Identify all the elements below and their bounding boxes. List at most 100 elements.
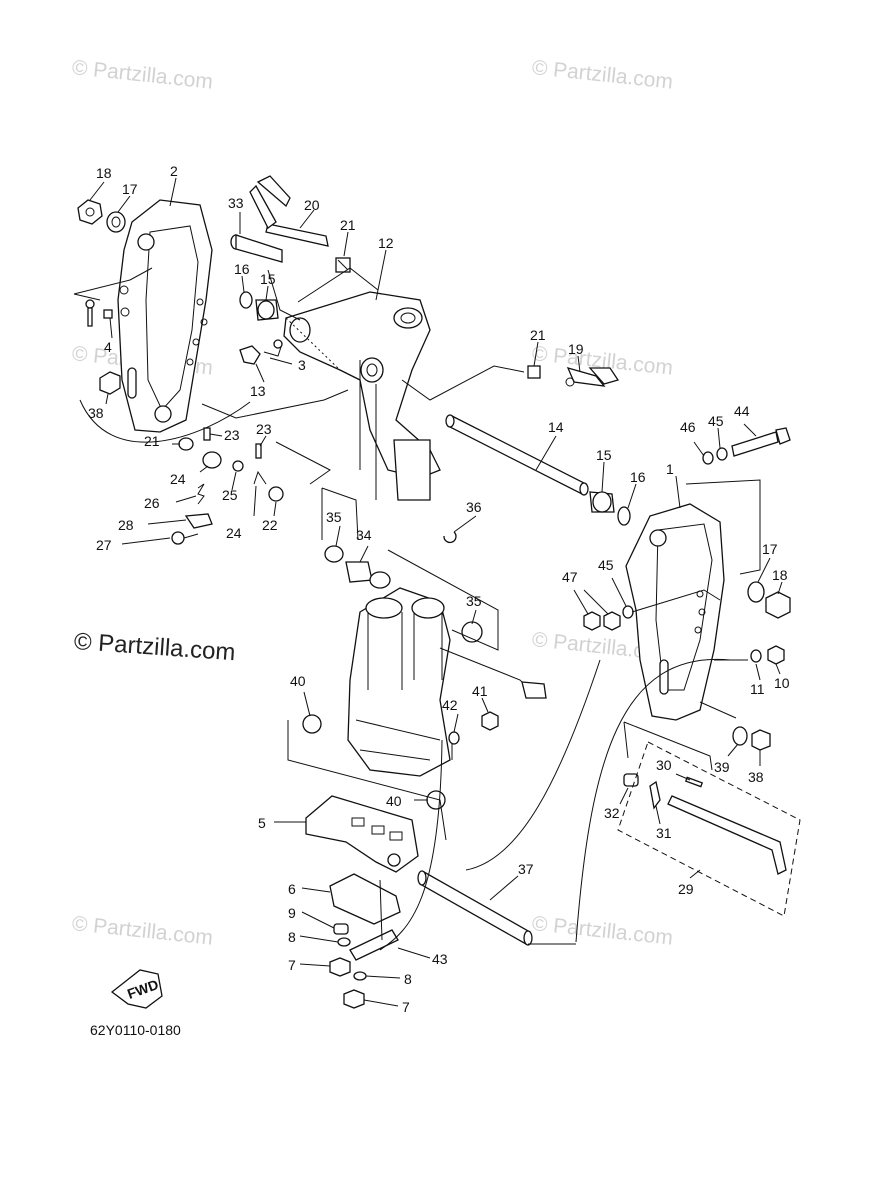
bolt-21-lower (178, 437, 194, 451)
spring-24-a (202, 451, 222, 469)
shaft-37 (417, 870, 533, 946)
part-label: 35 (466, 593, 482, 609)
part-label: 27 (96, 537, 112, 553)
part-label: 37 (518, 861, 534, 877)
part-label: 1 (666, 461, 674, 477)
part-label: 16 (234, 261, 250, 277)
part-label: 21 (340, 217, 356, 233)
part-label: 23 (256, 421, 272, 437)
bolt-21-right (527, 365, 541, 379)
circlip-36 (443, 531, 457, 544)
group-bracket (297, 267, 379, 303)
part-label: 18 (96, 165, 112, 181)
nut-22 (268, 486, 284, 502)
bushing-15-lower (589, 491, 615, 513)
washer-45-lower (622, 605, 634, 619)
clip-31 (649, 780, 661, 810)
part-label: 38 (88, 405, 104, 421)
part-label: 20 (304, 197, 320, 213)
group-bracket (267, 269, 301, 321)
part-label: 24 (170, 471, 186, 487)
washer-11 (750, 649, 762, 663)
clamp-bracket-right (625, 503, 725, 721)
part-label: 14 (548, 419, 564, 435)
part-label: 9 (288, 905, 296, 921)
part-label: 43 (432, 951, 448, 967)
pin-23-b (255, 443, 262, 459)
part-label: 35 (326, 509, 342, 525)
part-label: 15 (596, 447, 612, 463)
swivel-bracket (283, 291, 441, 501)
spring-24-b (253, 470, 267, 485)
part-label: 13 (250, 383, 266, 399)
bolt-7-a (329, 957, 351, 977)
part-label: 36 (466, 499, 482, 515)
part-label: 45 (708, 413, 724, 429)
pin-33 (230, 234, 283, 263)
washer-17-left (106, 211, 126, 233)
part-label: 31 (656, 825, 672, 841)
reference-curve (465, 659, 601, 871)
bolt-7-b (343, 989, 365, 1009)
part-label: 22 (262, 517, 278, 533)
group-bracket (379, 879, 383, 941)
part-label: 21 (530, 327, 546, 343)
part-label: 2 (170, 163, 178, 179)
group-bracket (275, 441, 331, 485)
washer-16-lower (617, 506, 631, 526)
tilt-lever-19 (565, 366, 620, 387)
screw-41 (481, 711, 499, 731)
washer-45-upper (716, 447, 728, 461)
forward-arrow-icon: FWD (110, 969, 163, 1009)
spring-32 (623, 773, 639, 787)
part-label: 47 (562, 569, 578, 585)
part-label: 45 (598, 557, 614, 573)
tilt-lever-20 (249, 175, 329, 247)
leader-lines (89, 177, 783, 1007)
group-bracket (387, 549, 499, 651)
hose-43 (349, 929, 399, 961)
group-bracket (631, 589, 721, 613)
group-bracket (287, 720, 447, 841)
part-label: 7 (402, 999, 410, 1015)
reference-curve (379, 739, 443, 951)
part-label: 12 (378, 235, 394, 251)
part-label: 8 (404, 971, 412, 987)
part-label: 39 (714, 759, 730, 775)
part-number-labels: 18 17 2 33 20 21 12 16 15 4 3 13 38 21 1… (88, 163, 790, 1015)
part-label: 32 (604, 805, 620, 821)
part-label: 38 (748, 769, 764, 785)
part-label: 26 (144, 495, 160, 511)
part-label: 21 (144, 433, 160, 449)
part-label: 25 (222, 487, 238, 503)
washer-8-b (353, 971, 367, 981)
part-label: 17 (122, 181, 138, 197)
bushing-40-lower (426, 790, 446, 810)
nut-18-right (765, 591, 791, 619)
nut-38-right (751, 729, 771, 751)
part-label: 15 (260, 271, 276, 287)
bushing-35-upper (324, 545, 344, 563)
washer-39 (732, 726, 748, 746)
group-bracket (699, 701, 737, 719)
nut-38-left (99, 371, 121, 395)
part-label: 33 (228, 195, 244, 211)
washer-42 (448, 731, 460, 745)
spring-26 (197, 483, 205, 505)
bushing-34 (345, 561, 391, 589)
screw-10 (767, 645, 785, 665)
screw-27 (171, 531, 199, 545)
part-label: 42 (442, 697, 458, 713)
washer-46 (702, 451, 714, 465)
part-label: 24 (226, 525, 242, 541)
diagram-code: 62Y0110-0180 (90, 1022, 181, 1038)
part-label: 19 (568, 341, 584, 357)
washer-8-a (337, 937, 351, 947)
part-label: 44 (734, 403, 750, 419)
washer-17-right (747, 581, 765, 603)
group-bracket (321, 487, 359, 541)
part-label: 6 (288, 881, 296, 897)
part-label: 10 (774, 675, 790, 691)
group-bracket (685, 479, 761, 575)
group-bracket (201, 389, 349, 419)
